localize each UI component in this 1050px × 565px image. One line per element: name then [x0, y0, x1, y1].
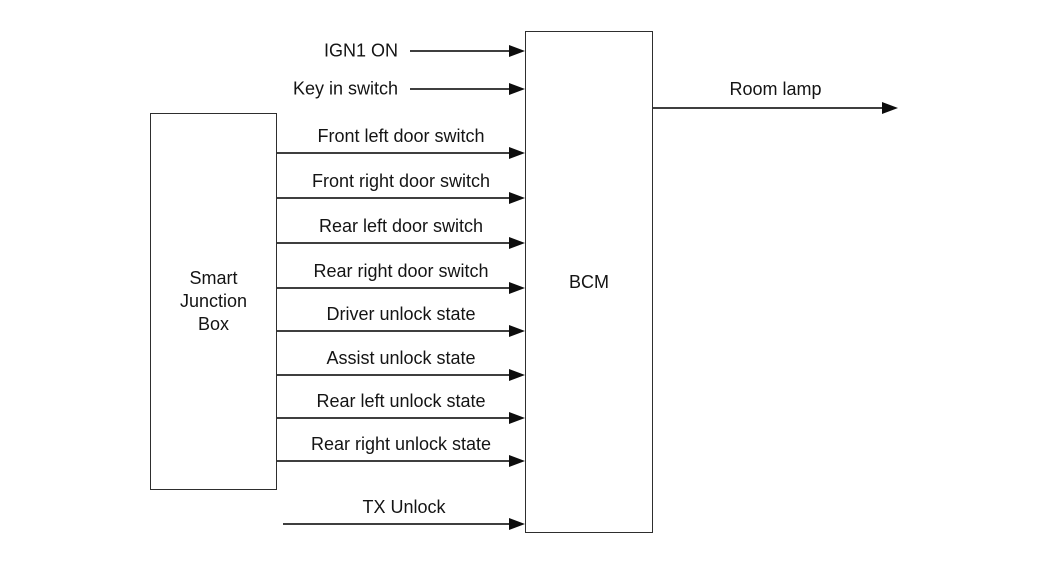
room-lamp-label: Room lamp: [729, 79, 822, 99]
input-tx-unlock: TX Unlock: [283, 496, 525, 530]
output-room-lamp: Room lamp: [653, 79, 898, 114]
signal-label: Assist unlock state: [326, 348, 476, 368]
room-lamp-wire: [653, 107, 888, 109]
key-in-switch-arrowhead-icon: [509, 83, 525, 95]
input-key-in-switch-label: Key in switch: [292, 78, 398, 99]
signal-wire: [277, 417, 515, 419]
signal-front-right-door-switch: Front right door switch: [277, 170, 525, 204]
signal-front-left-door-switch: Front left door switch: [277, 125, 525, 159]
room-lamp-arrowhead-icon: [882, 102, 898, 114]
bcm-label: BCM: [569, 271, 609, 292]
signal-arrowhead-icon: [509, 282, 525, 294]
signal-label: Rear left unlock state: [316, 391, 486, 411]
signal-label: Front right door switch: [311, 171, 491, 191]
input-key-in-switch: Key in switch: [270, 75, 525, 103]
signal-rear-left-door-switch: Rear left door switch: [277, 215, 525, 249]
ign1-on-arrowhead-icon: [509, 45, 525, 57]
signal-rear-right-unlock-state: Rear right unlock state: [277, 433, 525, 467]
signal-wire: [277, 242, 515, 244]
bcm-box: BCM: [525, 31, 653, 533]
signal-wire: [277, 197, 515, 199]
tx-unlock-label: TX Unlock: [362, 497, 446, 517]
signal-wire: [277, 152, 515, 154]
smart-junction-box-label: Smart Junction Box: [179, 268, 248, 334]
signal-arrowhead-icon: [509, 325, 525, 337]
signal-wire: [277, 374, 515, 376]
tx-unlock-arrowhead-icon: [509, 518, 525, 530]
key-in-switch-wire: [410, 88, 515, 90]
signal-rear-left-unlock-state: Rear left unlock state: [277, 390, 525, 424]
signal-arrowhead-icon: [509, 192, 525, 204]
signal-arrowhead-icon: [509, 455, 525, 467]
signal-rear-right-door-switch: Rear right door switch: [277, 260, 525, 294]
signal-wire: [277, 460, 515, 462]
signal-arrowhead-icon: [509, 147, 525, 159]
ign1-on-wire: [410, 50, 515, 52]
signal-arrowhead-icon: [509, 412, 525, 424]
input-ign1-on-label: IGN1 ON: [323, 40, 398, 61]
signal-label: Rear left door switch: [318, 216, 484, 236]
smart-junction-box: Smart Junction Box: [150, 113, 277, 490]
signal-label: Driver unlock state: [326, 304, 476, 324]
tx-unlock-wire: [283, 523, 515, 525]
signal-arrowhead-icon: [509, 369, 525, 381]
signal-wire: [277, 287, 515, 289]
signal-label: Front left door switch: [317, 126, 485, 146]
input-ign1-on: IGN1 ON: [270, 37, 525, 65]
signal-assist-unlock-state: Assist unlock state: [277, 347, 525, 381]
signal-arrowhead-icon: [509, 237, 525, 249]
signal-wire: [277, 330, 515, 332]
signal-label: Rear right unlock state: [310, 434, 492, 454]
signal-driver-unlock-state: Driver unlock state: [277, 303, 525, 337]
signal-label: Rear right door switch: [313, 261, 489, 281]
